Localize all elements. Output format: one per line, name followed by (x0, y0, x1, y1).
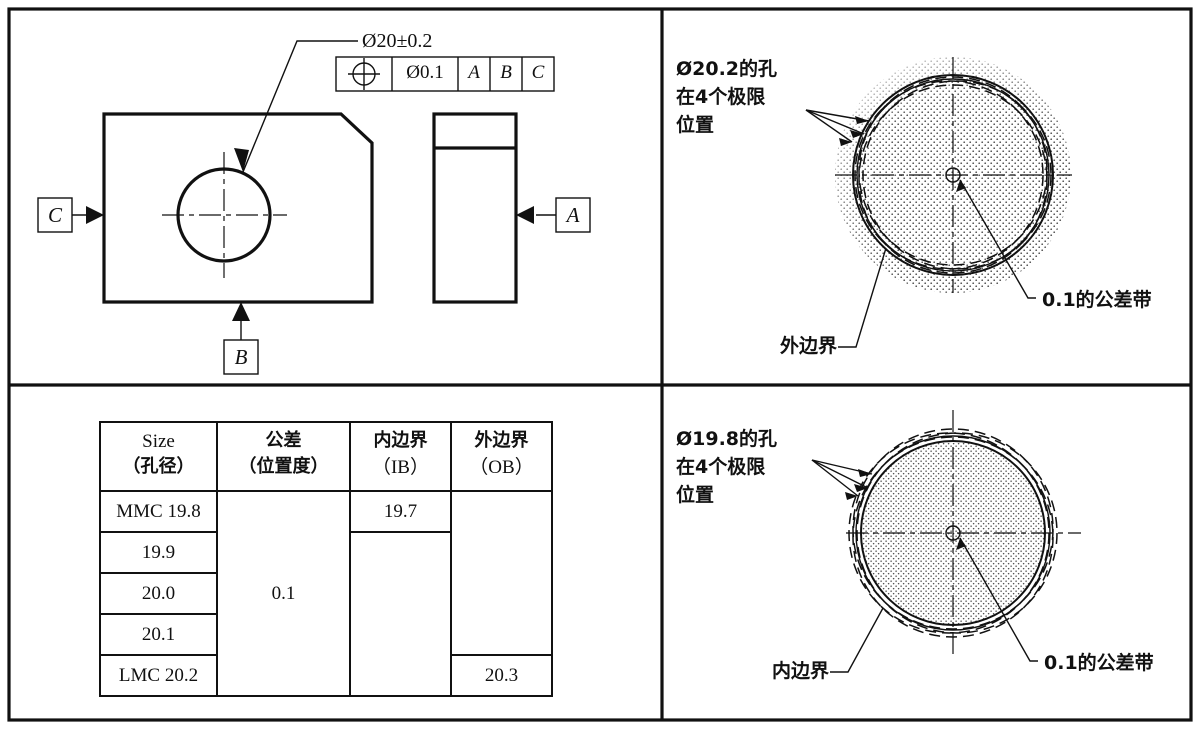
feature-control-frame (335, 56, 555, 92)
part-front-view (102, 112, 374, 304)
mmc-hole-note-line2: 在4个极限 (676, 86, 766, 108)
table-ob-value: 20.3 (484, 665, 519, 686)
dimension-callout: Ø20±0.2 (362, 30, 433, 52)
datum-symbol-b (223, 302, 259, 375)
table-row-size-4: LMC 20.2 (118, 665, 199, 686)
table-header-tolerance-line1: 公差 (265, 430, 302, 451)
mmc-hole-note-line1: Ø20.2的孔 (676, 58, 778, 80)
datum-label-b: B (234, 345, 248, 369)
lmc-tolerance-zone-label: 0.1的公差带 (1044, 652, 1154, 674)
table-row-size-0: MMC 19.8 (116, 501, 201, 522)
inner-boundary-diagram (811, 410, 1081, 673)
fcf-tolerance: Ø0.1 (406, 62, 444, 83)
boundary-table-grid (99, 421, 553, 697)
table-header-ib-line2: （IB） (371, 457, 429, 478)
diameter-leader (234, 40, 358, 173)
table-header-size-line2: （孔径） (122, 456, 195, 477)
inner-boundary-label: 内边界 (772, 660, 830, 682)
fcf-datum-secondary: B (500, 62, 512, 83)
table-header-tolerance-line2: （位置度） (238, 456, 329, 477)
mmc-tolerance-zone-label: 0.1的公差带 (1042, 289, 1152, 311)
sheet-border (7, 7, 1193, 722)
table-ib-value: 19.7 (383, 501, 418, 522)
position-symbol (348, 58, 380, 90)
tolerance-zone-circle (945, 167, 961, 183)
datum-symbol-c (37, 197, 104, 233)
datum-label-a: A (566, 203, 580, 227)
outer-boundary-label: 外边界 (780, 335, 838, 357)
lmc-hole-note-line3: 位置 (676, 484, 715, 506)
table-header-ob-line1: 外边界 (474, 430, 529, 451)
table-row-size-3: 20.1 (141, 624, 176, 645)
table-header-ob-line2: （OB） (469, 457, 534, 478)
table-row-size-1: 19.9 (141, 542, 176, 563)
tolerance-zone-circle-lmc (945, 525, 961, 541)
table-header-ib-line1: 内边界 (373, 430, 428, 451)
datum-symbol-a (516, 197, 591, 233)
mmc-hole-note-line3: 位置 (676, 114, 715, 136)
datum-label-c: C (47, 203, 62, 227)
lmc-hole-note-line2: 在4个极限 (676, 456, 766, 478)
outer-boundary-diagram (805, 57, 1072, 348)
table-header-size-line1: Size (142, 431, 175, 452)
fcf-datum-tertiary: C (531, 62, 545, 83)
table-row-size-2: 20.0 (141, 583, 176, 604)
lmc-hole-note-line1: Ø19.8的孔 (676, 428, 778, 450)
part-side-view (432, 112, 518, 304)
table-tolerance-merged: 0.1 (271, 583, 296, 604)
fcf-datum-primary: A (468, 62, 480, 83)
